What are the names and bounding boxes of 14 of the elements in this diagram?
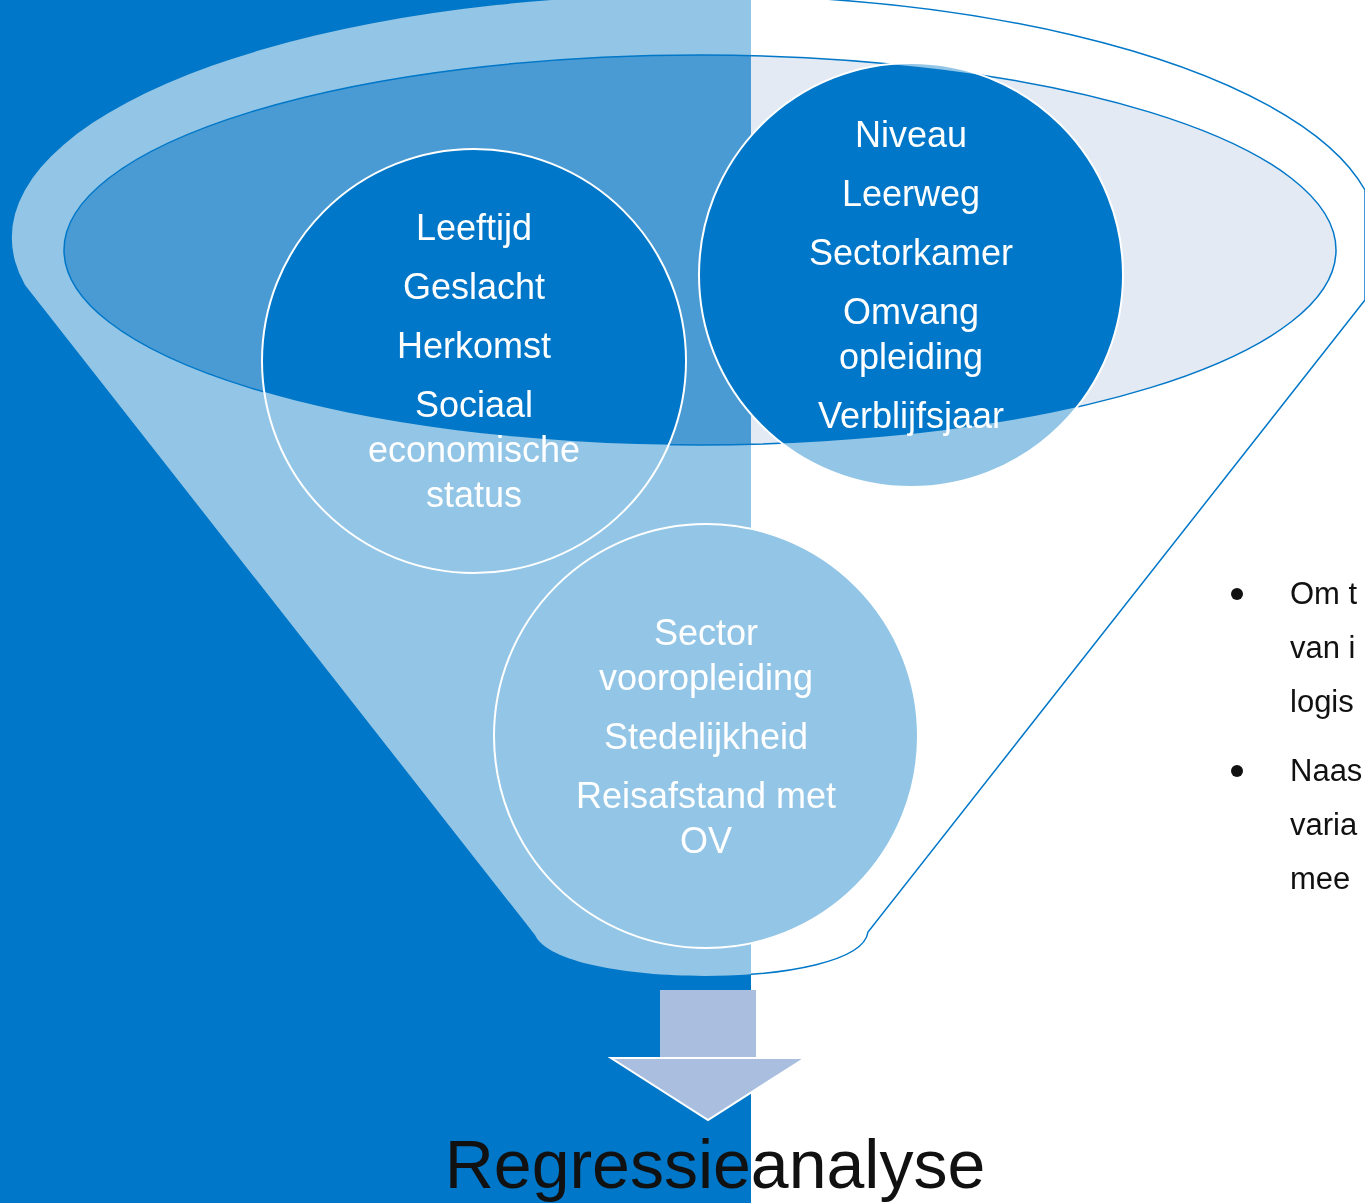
factor-text: Herkomst [396,324,552,368]
bullet-text: Naas varia mee [1290,752,1364,898]
factor-text: Omvang opleiding [837,290,985,379]
factor-text: Verblijfsjaar [816,394,1006,438]
factor-text: Geslacht [401,265,547,309]
factor-text: Sector vooropleiding [597,610,815,700]
factor-text: Sectorkamer [807,231,1015,275]
factor-text: Stedelijkheid [602,714,810,759]
bullet-text: Om t van i logis [1290,575,1359,721]
factor-text: Niveau [853,113,969,157]
factor-text: Reisafstand met OV [574,773,838,863]
factor-text: Leeftijd [414,206,534,250]
factor-text: Sociaal economische status [366,383,582,517]
factor-text: Leerweg [840,172,982,216]
